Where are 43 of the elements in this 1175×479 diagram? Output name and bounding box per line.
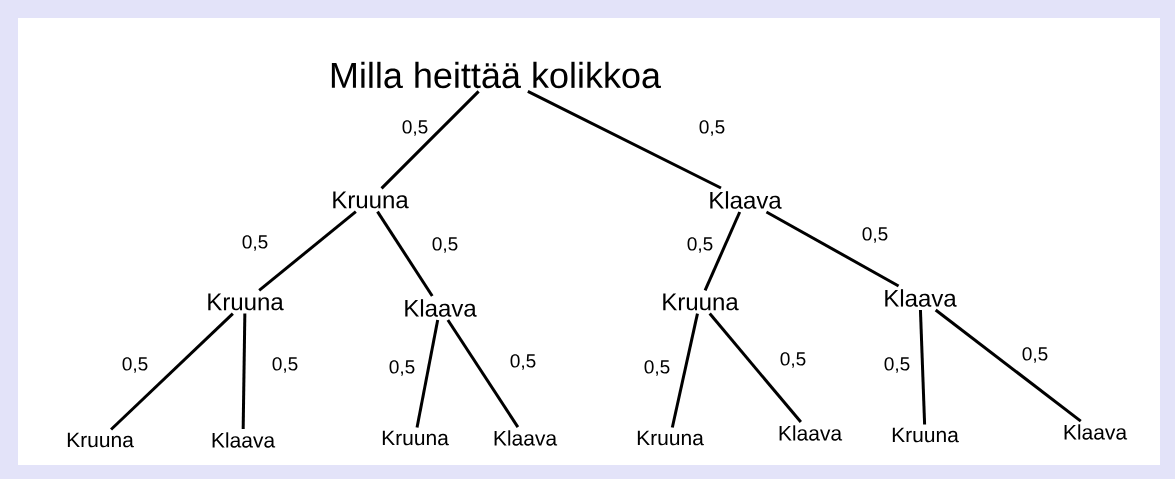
branch-line	[446, 319, 520, 428]
outcome-label: Klaava	[1064, 424, 1128, 440]
outcome-label: Kruuna	[892, 427, 959, 443]
branch-line	[934, 308, 1082, 423]
outcome-label: Kruuna	[663, 293, 739, 311]
outcome-label: Kruuna	[67, 432, 134, 448]
probability-label: 0,5	[685, 236, 715, 254]
branch-line	[241, 313, 247, 430]
probability-label: 0,5	[642, 359, 672, 377]
title-text: Milla heittää kolikkoa	[331, 61, 661, 89]
probability-label: 0,5	[778, 351, 808, 369]
branch-line	[670, 313, 699, 428]
probability-label: 0,5	[430, 236, 460, 254]
branch-line	[765, 210, 900, 288]
probability-label: 0,5	[400, 119, 430, 137]
outcome-label: Klaava	[779, 425, 843, 441]
branch-line	[708, 312, 802, 424]
branch-line	[380, 90, 480, 190]
branch-line	[527, 90, 722, 190]
branch-line	[258, 210, 357, 292]
outcome-label: Kruuna	[208, 293, 284, 311]
branch-line	[110, 312, 234, 431]
branch-line	[415, 319, 440, 428]
outcome-label: Klaava	[494, 430, 558, 446]
probability-label: 0,5	[882, 356, 912, 374]
outcome-label: Klaava	[405, 299, 477, 317]
outcome-label: Kruuna	[382, 430, 449, 446]
probability-label: 0,5	[240, 234, 270, 252]
probability-label: 0,5	[508, 353, 538, 371]
outcome-label: Kruuna	[333, 191, 409, 209]
outcome-label: Klaava	[212, 432, 276, 448]
probability-label: 0,5	[697, 119, 727, 137]
probability-label: 0,5	[1020, 346, 1050, 364]
branch-line	[703, 211, 742, 292]
branch-line	[376, 210, 434, 297]
probability-label: 0,5	[270, 356, 300, 374]
branch-line	[918, 309, 927, 425]
outcome-label: Kruuna	[637, 430, 704, 446]
probability-label: 0,5	[860, 226, 890, 244]
outcome-label: Klaava	[885, 289, 957, 307]
probability-label: 0,5	[120, 356, 150, 374]
probability-label: 0,5	[387, 359, 417, 377]
outcome-label: Klaava	[710, 191, 782, 209]
